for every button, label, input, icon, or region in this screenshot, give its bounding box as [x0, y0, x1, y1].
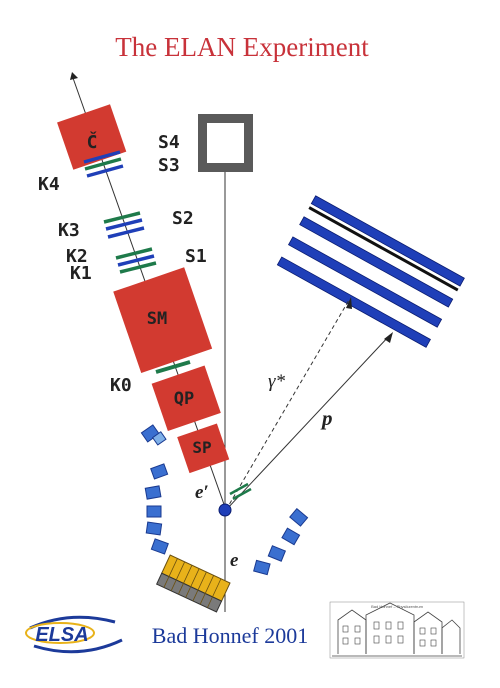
label-k2: K2: [66, 246, 88, 267]
sp-magnet: [177, 423, 230, 474]
label-s4: S4: [158, 132, 180, 153]
label-k4: K4: [38, 174, 60, 195]
right-ring-detector: [253, 507, 309, 576]
label-k0: K0: [110, 375, 132, 396]
left-ring-detector: [140, 424, 169, 555]
qp-label: QP: [174, 389, 194, 409]
label-s3: S3: [158, 155, 180, 176]
label-k3: K3: [58, 220, 80, 241]
page-title: The ELAN Experiment: [115, 32, 369, 62]
calorimeter: [155, 554, 231, 613]
chamber-k0: [155, 360, 191, 374]
qp-magnet: [151, 365, 221, 432]
virtual-photon-line: [225, 299, 350, 511]
building-sketch: Bad Honnef – Physikzentrum: [329, 601, 465, 659]
label-s2: S2: [172, 208, 194, 229]
proton-arrow-icon: [384, 332, 393, 343]
scintillator-s3-s4: [83, 150, 124, 178]
label-proton: p: [320, 406, 333, 430]
target: [218, 503, 232, 517]
label-k1: K1: [70, 263, 92, 284]
label-e-prime: e′: [195, 482, 209, 503]
cherenkov-label: Č: [87, 131, 98, 153]
sm-label: SM: [147, 309, 167, 329]
elsa-logo-text: ELSA: [35, 624, 88, 646]
chamber-k1-k2-s1: [115, 247, 157, 274]
label-gamma: γ*: [268, 371, 285, 392]
sketch-caption: Bad Honnef – Physikzentrum: [371, 604, 423, 609]
elsa-logo: ELSA: [25, 615, 123, 654]
proton-detector: [276, 195, 465, 348]
beam-dump-opening: [207, 123, 244, 163]
footer-event: Bad Honnef 2001: [152, 623, 308, 648]
label-s1: S1: [185, 246, 207, 267]
chamber-k3-s2: [103, 211, 145, 239]
target-chamber: [229, 482, 252, 501]
sp-label: SP: [192, 438, 211, 457]
spectrometer-arrow-icon: [70, 72, 78, 80]
photon-arrow-icon: [346, 297, 352, 309]
proton-track: [225, 334, 391, 511]
sm-magnet: [113, 267, 213, 373]
label-e: e: [230, 550, 239, 571]
